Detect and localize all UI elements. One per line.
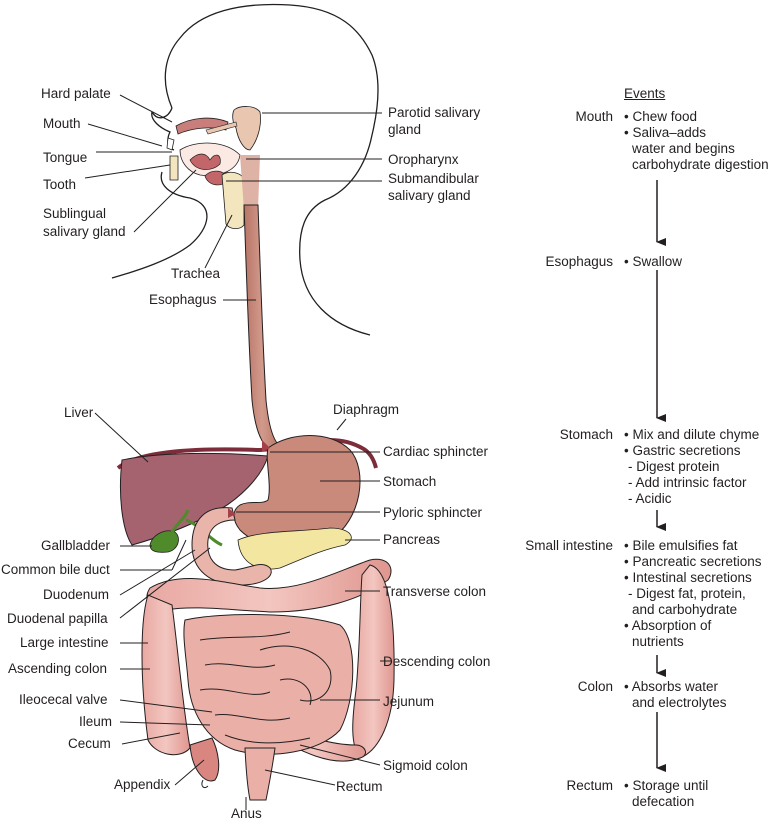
event-line: - Acidic [628, 491, 672, 506]
esophagus [243, 204, 282, 449]
event-organ-small-intestine: Small intestine [525, 538, 613, 553]
label-hard-palate: Hard palate [41, 86, 111, 101]
event-line: • Saliva–adds [624, 125, 707, 140]
event-line: carbohydrate digestion [632, 157, 769, 172]
event-lines-mouth: • Chew food • Saliva–adds water and begi… [624, 109, 769, 173]
event-line: - Digest fat, protein, [628, 586, 746, 601]
sublingual-gland [189, 153, 221, 170]
parotid-gland [232, 106, 261, 151]
event-lines-rectum: • Storage until defecation [624, 778, 708, 810]
tooth-upper [166, 137, 175, 151]
oropharynx [240, 155, 260, 210]
cecum [189, 737, 220, 782]
head-outline [164, 3, 379, 336]
event-organ-stomach: Stomach [559, 427, 613, 442]
event-line: defecation [632, 794, 695, 809]
event-line: • Storage until [624, 778, 709, 793]
event-line: water and begins [632, 141, 735, 156]
event-line: • Chew food [624, 109, 698, 124]
label-descending-colon: Descending colon [383, 654, 491, 669]
label-ileum: Ileum [79, 714, 113, 729]
cardiac-sphincter-marker [262, 440, 270, 452]
event-lines-colon: • Absorbs water and electrolytes [624, 679, 727, 711]
label-submandibular-line1: Submandibular [388, 171, 479, 186]
label-stomach: Stomach [383, 474, 437, 489]
label-liver: Liver [64, 405, 94, 420]
appendix [201, 779, 209, 789]
label-large-intestine: Large intestine [20, 635, 109, 650]
label-transverse-colon: Transverse colon [383, 584, 487, 599]
rectum [244, 747, 276, 801]
label-pyloric-sphincter: Pyloric sphincter [383, 505, 483, 520]
event-line: • Absorption of [624, 618, 712, 633]
event-lines-stomach: • Mix and dilute chyme • Gastric secreti… [624, 427, 759, 507]
label-ileocecal-valve: Ileocecal valve [19, 692, 108, 707]
event-organ-colon: Colon [577, 679, 613, 694]
event-line: • Intestinal secretions [624, 570, 752, 585]
duodenum [191, 507, 272, 586]
leader-lines [84, 94, 392, 810]
label-diaphragm: Diaphragm [333, 402, 400, 417]
small-intestine-folds [199, 631, 332, 744]
event-line: nutrients [632, 634, 684, 649]
label-gallbladder: Gallbladder [41, 538, 111, 553]
event-line: • Swallow [624, 254, 682, 269]
event-line: - Digest protein [628, 459, 720, 474]
label-common-bile-duct: Common bile duct [1, 562, 110, 577]
trachea [221, 171, 245, 230]
pyloric-sphincter-marker [228, 508, 236, 518]
chin-neck-outline [111, 171, 208, 279]
label-tongue: Tongue [43, 150, 88, 165]
label-ascending-colon: Ascending colon [8, 661, 108, 676]
tooth-lower [169, 155, 179, 181]
label-mouth: Mouth [43, 116, 81, 131]
label-rectum: Rectum [336, 779, 383, 794]
hard-palate [175, 117, 229, 135]
label-parotid-line1: Parotid salivary [388, 105, 481, 120]
event-organ-mouth: Mouth [575, 109, 613, 124]
event-organ-rectum: Rectum [566, 778, 613, 793]
label-anus: Anus [231, 806, 262, 821]
event-line: • Pancreatic secretions [624, 554, 762, 569]
label-cecum: Cecum [68, 736, 111, 751]
label-pancreas: Pancreas [383, 532, 441, 547]
label-esophagus: Esophagus [149, 292, 217, 307]
event-line: • Absorbs water [624, 679, 719, 694]
label-oropharynx: Oropharynx [388, 152, 459, 167]
ascending-colon [141, 594, 191, 756]
event-lines-small-intestine: • Bile emulsifies fat • Pancreatic secre… [624, 538, 762, 650]
event-line: • Gastric secretions [624, 443, 741, 458]
label-appendix: Appendix [114, 777, 171, 792]
label-parotid-line2: gland [388, 122, 422, 137]
event-line: and carbohydrate [632, 602, 738, 617]
label-duodenal-papilla: Duodenal papilla [7, 611, 108, 626]
event-line: • Mix and dilute chyme [624, 427, 760, 442]
label-sublingual-line1: Sublingual [43, 206, 107, 221]
event-organ-esophagus: Esophagus [545, 254, 613, 269]
transverse-colon [146, 558, 392, 613]
small-intestine [183, 614, 354, 755]
event-line: - Add intrinsic factor [628, 475, 747, 490]
event-line: • Bile emulsifies fat [624, 538, 738, 553]
label-submandibular-line2: salivary gland [388, 188, 471, 203]
event-line: and electrolytes [632, 695, 727, 710]
label-duodenum: Duodenum [43, 587, 110, 602]
label-sigmoid-colon: Sigmoid colon [383, 758, 468, 773]
gallbladder [149, 530, 179, 553]
event-lines-esophagus: • Swallow [624, 254, 682, 270]
parotid-duct [205, 121, 238, 135]
label-tooth: Tooth [43, 177, 77, 192]
label-sublingual-line2: salivary gland [43, 224, 126, 239]
label-trachea: Trachea [171, 266, 221, 281]
events-title: Events [624, 86, 666, 101]
label-jejunum: Jejunum [383, 694, 435, 709]
label-cardiac-sphincter: Cardiac sphincter [383, 444, 489, 459]
